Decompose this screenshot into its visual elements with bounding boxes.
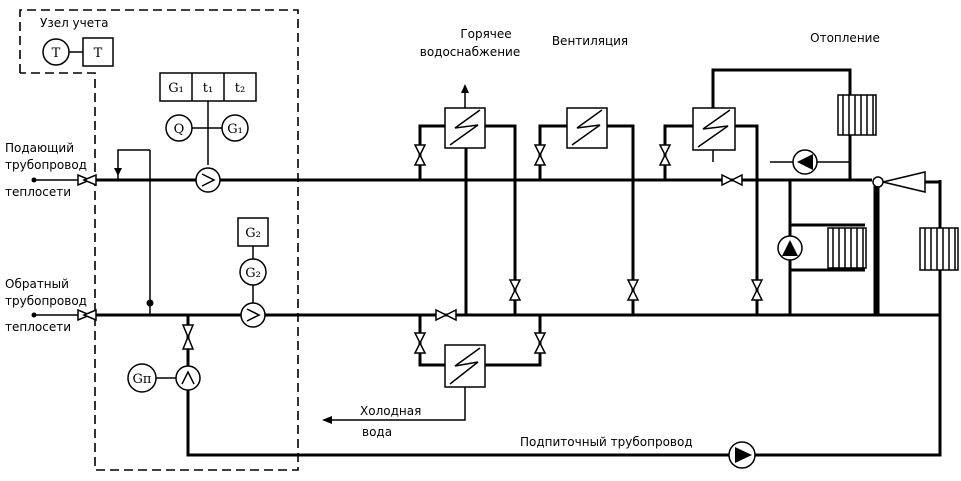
meter-unit-boundary: [19, 9, 299, 471]
return-pipe-label-3: теплосети: [5, 320, 71, 334]
elevator-jet-pump-icon: [882, 171, 926, 193]
supply-pipe-label-2: трубопровод: [5, 158, 87, 172]
return-pipe-label-1: Обратный: [5, 277, 69, 291]
hot-water-label-1: Горячее: [460, 27, 511, 41]
ventilation-label: Вентиляция: [552, 34, 628, 48]
makeup-flow-sensor-icon: [127, 363, 157, 393]
makeup-pipe-label: Подпиточный трубопровод: [520, 435, 693, 449]
calc-t2-label: t₂: [235, 81, 245, 96]
hot-water-label-2: водоснабжение: [420, 45, 520, 59]
heat-meter-label: Q: [174, 122, 185, 137]
return-pipe-label-2: трубопровод: [5, 294, 87, 308]
meter-unit-label: Узел учета: [40, 16, 108, 30]
radiator-right-icon: [919, 227, 959, 271]
makeup-valve-icon: [181, 324, 195, 339]
cold-water-label-2: вода: [362, 425, 392, 439]
cold-water-label-1: Холодная: [360, 404, 421, 418]
supply-pipe-label-1: Подающий: [5, 141, 74, 155]
flow-meter-g1-icon: [221, 114, 249, 142]
makeup-pipe: [186, 180, 942, 457]
ventilation-heater-icon: [566, 107, 608, 149]
temperature-recorder-label: T: [94, 46, 103, 61]
flow-meter-g2-label: G₂: [245, 266, 261, 281]
flow-recorder-g2-box: [237, 217, 269, 247]
elevator-node-icon: [872, 176, 884, 188]
hot-water-heater-upper-icon: [444, 107, 486, 149]
supply-pipe-label-3: теплосети: [5, 185, 71, 199]
temperature-recorder-box: [82, 37, 114, 67]
heating-heater-icon: [692, 107, 736, 151]
temperature-sensor-label: T: [52, 46, 61, 61]
return-flowmeter-icon: [240, 302, 266, 328]
radiator-middle-icon: [827, 227, 867, 269]
radiator-upper-icon: [837, 94, 877, 136]
hot-water-heater-lower-icon: [444, 344, 486, 388]
calc-g1-label: G₁: [168, 81, 184, 96]
makeup-flow-sensor-label: Gп: [132, 372, 151, 387]
makeup-flowmeter-icon: [175, 365, 201, 391]
heating-label: Отопление: [810, 31, 880, 45]
flow-meter-g1-label: G₁: [227, 122, 243, 137]
flow-recorder-g2-label: G₂: [245, 226, 261, 241]
supply-flowmeter-icon: [195, 167, 221, 193]
calc-t1-label: t₁: [203, 81, 213, 96]
heat-meter-icon: [165, 114, 193, 142]
